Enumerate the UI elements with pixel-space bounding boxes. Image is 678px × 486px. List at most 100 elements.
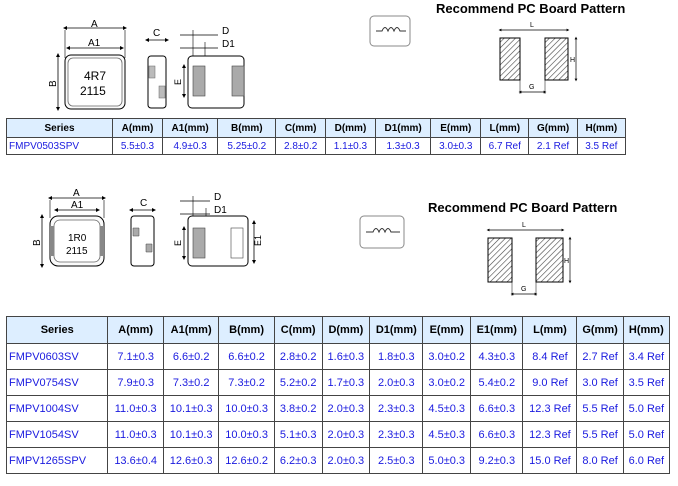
pattern-label-L-2: L — [522, 222, 526, 229]
column-header: D1(mm) — [369, 316, 424, 344]
table-cell: 6.6±0.2 — [218, 343, 275, 370]
table-cell: 3.0±0.2 — [422, 343, 472, 370]
table-cell: 5.0±0.3 — [422, 447, 472, 474]
table-cell: 2.0±0.3 — [321, 421, 371, 448]
column-header: A(mm) — [112, 118, 163, 138]
section1-heading: Recommend PC Board Pattern — [436, 1, 626, 16]
table-cell: 2.3±0.3 — [369, 395, 424, 422]
column-header: Series — [5, 118, 114, 138]
series-cell: FMPV1054SV — [5, 421, 109, 448]
marking-line-2: 2115 — [80, 84, 106, 98]
column-header: E(mm) — [422, 316, 472, 344]
marking-line-1: 4R7 — [84, 69, 106, 83]
table-cell: 4.3±0.3 — [470, 343, 524, 370]
dim-label-E-2: E — [173, 240, 183, 246]
table-cell: 7.3±0.2 — [162, 369, 220, 396]
column-header: C(mm) — [275, 118, 327, 138]
table-cell: 4.5±0.3 — [422, 395, 472, 422]
column-header: A1(mm) — [162, 316, 220, 344]
dim-label-A1-2: A1 — [71, 200, 84, 211]
table-cell: 4.5±0.3 — [422, 421, 472, 448]
column-header: D1(mm) — [374, 118, 432, 138]
table-cell: 5.0 Ref — [622, 395, 671, 422]
table-cell: 12.6±0.2 — [218, 447, 275, 474]
table-cell: 2.0±0.3 — [321, 395, 371, 422]
inductor-drawing-1: A A1 4R7 2115 B C D D1 E — [48, 19, 245, 111]
pcb-pattern-1: L H G — [498, 22, 578, 94]
table-cell: 1.3±0.3 — [374, 137, 432, 155]
table-cell: 13.6±0.4 — [107, 447, 164, 474]
table-cell: 3.5 Ref — [576, 137, 627, 155]
table-cell: 10.0±0.3 — [218, 395, 275, 422]
table-cell: 2.3±0.3 — [369, 421, 424, 448]
table-cell: 2.8±0.2 — [275, 137, 327, 155]
dim-label-E: E — [173, 79, 183, 85]
table-cell: 7.3±0.2 — [218, 369, 275, 396]
table-cell: 3.0±0.3 — [430, 137, 482, 155]
column-header: Series — [5, 316, 109, 344]
column-header: G(mm) — [576, 316, 624, 344]
table-cell: 2.0±0.3 — [321, 447, 371, 474]
column-header: L(mm) — [522, 316, 578, 344]
dim-label-A-2: A — [73, 188, 80, 199]
table-cell: 12.6±0.3 — [162, 447, 220, 474]
column-header: B(mm) — [218, 316, 275, 344]
table-cell: 12.3 Ref — [522, 395, 578, 422]
table-cell: 8.4 Ref — [522, 343, 578, 370]
column-header: A(mm) — [107, 316, 164, 344]
table-cell: 5.4±0.2 — [470, 369, 524, 396]
pattern-label-L: L — [530, 22, 534, 29]
dim-label-B: B — [48, 80, 59, 87]
pattern-label-G: G — [529, 84, 534, 91]
dim-label-D1-2: D1 — [214, 205, 227, 216]
column-header: G(mm) — [528, 118, 578, 138]
table-cell: 5.1±0.3 — [273, 421, 323, 448]
table-cell: 3.8±0.2 — [273, 395, 323, 422]
table-cell: 2.1 Ref — [528, 137, 578, 155]
table-cell: 6.6±0.3 — [470, 395, 524, 422]
column-header: B(mm) — [217, 118, 277, 138]
table-cell: 10.1±0.3 — [162, 395, 220, 422]
series-cell: FMPV0503SPV — [5, 137, 114, 155]
table-cell: 3.0 Ref — [576, 369, 624, 396]
table-cell: 1.1±0.3 — [325, 137, 376, 155]
section2-heading: Recommend PC Board Pattern — [428, 200, 618, 215]
table-cell: 8.0 Ref — [576, 447, 624, 474]
table-cell: 1.8±0.3 — [369, 343, 424, 370]
table-cell: 1.6±0.3 — [321, 343, 371, 370]
column-header: A1(mm) — [161, 118, 219, 138]
table-cell: 3.5 Ref — [622, 369, 671, 396]
table-cell: 9.2±0.3 — [470, 447, 524, 474]
dim-label-D-2: D — [214, 192, 221, 203]
column-header: H(mm) — [622, 316, 671, 344]
column-header: D(mm) — [325, 118, 376, 138]
table-cell: 7.9±0.3 — [107, 369, 164, 396]
dim-label-C: C — [153, 28, 160, 39]
table-cell: 6.7 Ref — [480, 137, 530, 155]
table-cell: 3.4 Ref — [622, 343, 671, 370]
dim-label-D1: D1 — [222, 39, 235, 50]
dim-label-D: D — [222, 26, 229, 37]
pattern-label-G-2: G — [521, 286, 526, 293]
table-cell: 5.5±0.3 — [112, 137, 163, 155]
pcb-pattern-2: L H G — [486, 222, 572, 296]
table-cell: 3.0±0.2 — [422, 369, 472, 396]
dim-label-C-2: C — [140, 198, 147, 209]
marking-line-2-2: 2115 — [66, 246, 88, 257]
series-cell: FMPV0754SV — [5, 369, 109, 396]
table-cell: 9.0 Ref — [522, 369, 578, 396]
table-cell: 2.8±0.2 — [273, 343, 323, 370]
column-header: E1(mm) — [470, 316, 524, 344]
table-cell: 5.5 Ref — [576, 395, 624, 422]
table-cell: 5.25±0.2 — [217, 137, 277, 155]
dim-label-E1-2: E1 — [253, 235, 263, 246]
column-header: D(mm) — [321, 316, 371, 344]
